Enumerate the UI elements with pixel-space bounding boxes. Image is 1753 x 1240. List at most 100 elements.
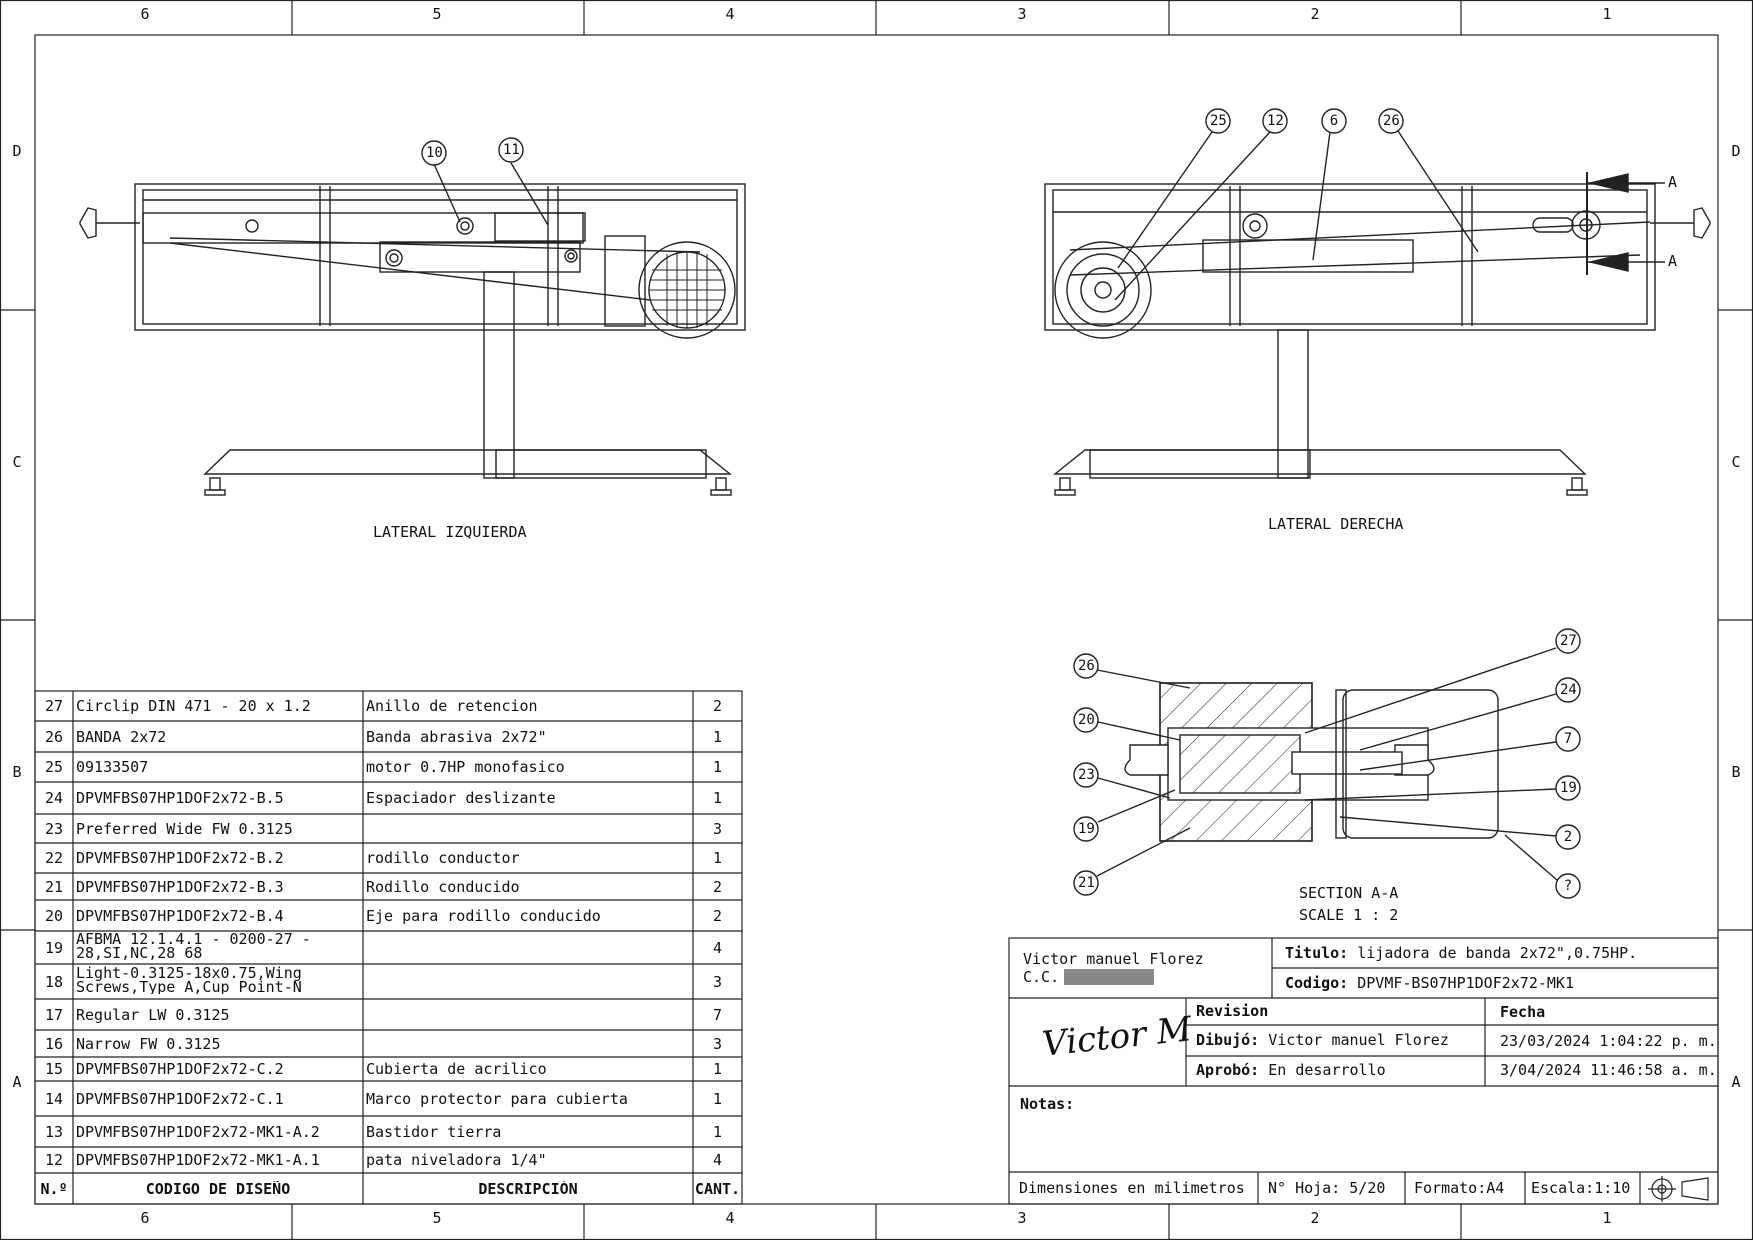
balloon-number: 20 xyxy=(1078,712,1095,728)
redacted-id xyxy=(1064,969,1154,985)
bom-cell-n: 18 xyxy=(44,973,64,990)
bom-cell-n: 13 xyxy=(44,1123,64,1140)
zone-col-label: 1 xyxy=(1602,1209,1612,1227)
bom-cell-code: DPVMFBS07HP1DOF2x72-B.5 xyxy=(76,790,284,806)
bom-cell-code: DPVMFBS07HP1DOF2x72-C.1 xyxy=(76,1090,284,1107)
section-scale: SCALE 1 : 2 xyxy=(1299,906,1399,924)
title-block-grid xyxy=(1008,937,1719,1205)
drew-label: Dibujó: xyxy=(1196,1031,1260,1049)
bom-cell-n: 20 xyxy=(44,907,64,924)
balloon-number: 24 xyxy=(1560,682,1577,698)
bom-cell-code: DPVMFBS07HP1DOF2x72-B.4 xyxy=(76,907,284,924)
left-view-label: LATERAL IZQUIERDA xyxy=(373,523,527,541)
bom-cell-qty: 1 xyxy=(712,850,723,866)
bom-cell-desc: Marco protector para cubierta xyxy=(366,1090,628,1107)
bom-cell-qty: 2 xyxy=(712,907,723,924)
zone-row-label: C xyxy=(12,453,22,471)
bom-cell-n: 25 xyxy=(44,759,64,775)
format-label: Formato: xyxy=(1414,1179,1487,1197)
zone-col-label: 5 xyxy=(432,1209,442,1227)
bom-cell-n: 17 xyxy=(44,1006,64,1023)
section-title: SECTION A-A xyxy=(1299,884,1399,902)
revision-label: Revision xyxy=(1196,1002,1269,1020)
bom-cell-qty: 7 xyxy=(712,1006,723,1023)
bom-header-n: N.º xyxy=(40,1181,68,1197)
balloon-number: 19 xyxy=(1078,821,1095,837)
balloon-number: 27 xyxy=(1560,633,1577,649)
zone-col-label: 6 xyxy=(140,5,150,23)
bom-cell-n: 21 xyxy=(44,878,64,895)
title-label: Titulo: xyxy=(1285,944,1349,962)
zone-row-label: B xyxy=(1731,763,1741,781)
bom-cell-desc: Banda abrasiva 2x72" xyxy=(366,728,547,745)
bom-cell-code: DPVMFBS07HP1DOF2x72-MK1-A.1 xyxy=(76,1152,320,1168)
right-side-view xyxy=(1044,108,1711,496)
zone-row-label: B xyxy=(12,763,22,781)
scale-value: 1:10 xyxy=(1594,1179,1631,1197)
title-value: lijadora de banda 2x72",0.75HP. xyxy=(1357,944,1638,962)
bom-cell-code: Preferred Wide FW 0.3125 xyxy=(76,820,293,837)
zone-col-label: 4 xyxy=(725,5,735,23)
author-id-label: C.C. xyxy=(1023,968,1060,986)
inner-border xyxy=(34,34,1719,1205)
bom-cell-n: 26 xyxy=(44,728,64,745)
bom-cell-qty: 3 xyxy=(712,973,723,990)
bom-cell-code: Light-0.3125-18x0.75,Wing Screws,Type A,… xyxy=(76,965,302,994)
bom-cell-desc: Eje para rodillo conducido xyxy=(366,907,601,924)
zone-col-label: 4 xyxy=(725,1209,735,1227)
bom-cell-qty: 4 xyxy=(712,1152,723,1168)
section-marker-top: A xyxy=(1668,173,1678,191)
code-value: DPVMF-BS07HP1DOF2x72-MK1 xyxy=(1357,974,1574,992)
bom-cell-n: 12 xyxy=(44,1152,64,1168)
section-marker-bottom: A xyxy=(1668,252,1678,270)
balloon-number: 19 xyxy=(1560,780,1577,796)
bom-cell-qty: 1 xyxy=(712,1061,723,1077)
bom-cell-code: BANDA 2x72 xyxy=(76,728,167,745)
zone-col-label: 1 xyxy=(1602,5,1612,23)
right-view-label: LATERAL DERECHA xyxy=(1268,515,1404,533)
bom-header-code: CODIGO DE DISEÑO xyxy=(145,1181,291,1197)
approved-value: En desarrollo xyxy=(1268,1061,1386,1079)
bom-cell-desc: rodillo conductor xyxy=(366,850,520,866)
bom-cell-desc: Cubierta de acrilico xyxy=(366,1061,547,1077)
balloon-number: 2 xyxy=(1563,829,1573,845)
author-name: Victor manuel Florez xyxy=(1023,950,1204,968)
bom-cell-n: 16 xyxy=(44,1035,64,1052)
zone-col-label: 6 xyxy=(140,1209,150,1227)
bom-cell-qty: 1 xyxy=(712,1090,723,1107)
bom-cell-desc: motor 0.7HP monofasico xyxy=(366,759,565,775)
bom-cell-qty: 1 xyxy=(712,790,723,806)
balloon-number: 6 xyxy=(1329,113,1339,129)
date-label: Fecha xyxy=(1500,1003,1546,1021)
bom-cell-n: 19 xyxy=(44,939,64,956)
notes-label: Notas: xyxy=(1020,1095,1075,1113)
bom-cell-code: DPVMFBS07HP1DOF2x72-B.3 xyxy=(76,878,284,895)
bom-cell-qty: 1 xyxy=(712,728,723,745)
balloon-number: 23 xyxy=(1078,767,1095,783)
zone-col-label: 3 xyxy=(1017,1209,1027,1227)
bom-cell-desc: Espaciador deslizante xyxy=(366,790,556,806)
bom-cell-desc: Bastidor tierra xyxy=(366,1123,502,1140)
bom-cell-desc: Anillo de retencion xyxy=(366,698,538,714)
zone-row-label: C xyxy=(1731,453,1741,471)
bom-cell-code: 09133507 xyxy=(76,759,149,775)
zone-row-label: A xyxy=(12,1073,22,1091)
code-label: Codigo: xyxy=(1285,974,1349,992)
bom-cell-qty: 3 xyxy=(712,1035,723,1052)
zone-col-label: 2 xyxy=(1310,5,1320,23)
approved-date: 3/04/2024 11:46:58 a. m. xyxy=(1500,1061,1717,1079)
balloon-number: 10 xyxy=(426,145,443,161)
scale-label: Escala: xyxy=(1531,1179,1595,1197)
zone-col-label: 2 xyxy=(1310,1209,1320,1227)
bom-cell-n: 14 xyxy=(44,1090,64,1107)
bom-cell-desc: Rodillo conducido xyxy=(366,878,520,895)
zone-row-label: A xyxy=(1731,1073,1741,1091)
bom-cell-code: AFBMA 12.1.4.1 - 0200-27 - 28,SI,NC,28_6… xyxy=(76,931,311,960)
drew-date: 23/03/2024 1:04:22 p. m. xyxy=(1500,1032,1717,1050)
zone-row-label: D xyxy=(1731,142,1741,160)
bom-cell-n: 15 xyxy=(44,1061,64,1077)
sheet-number: N° Hoja: 5/20 xyxy=(1268,1179,1386,1197)
balloon-number: 11 xyxy=(503,142,520,158)
balloon-number: ? xyxy=(1563,878,1573,894)
